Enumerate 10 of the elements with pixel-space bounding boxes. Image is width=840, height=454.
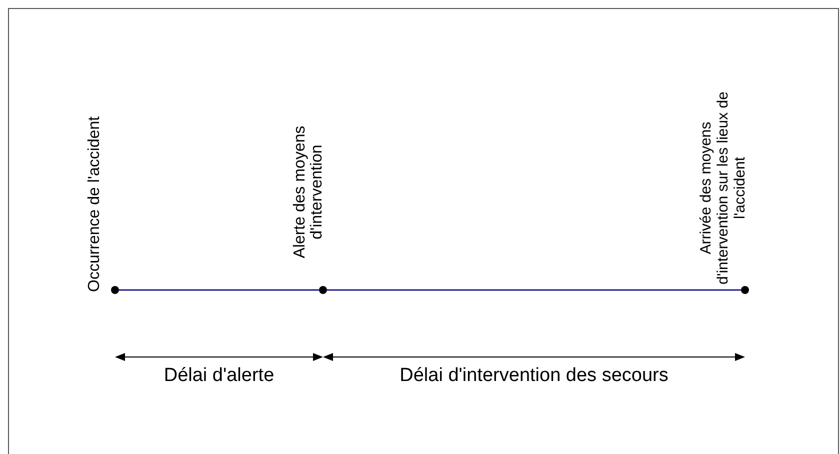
timeline-line: [327, 289, 741, 291]
timeline-dot: [111, 286, 119, 294]
event-label: Arrivée des moyens d'intervention sur les lieux de l'accident: [696, 90, 748, 286]
timeline-dot: [319, 286, 327, 294]
event-label: Occurrence de l'accident: [85, 115, 104, 292]
event-label: Alerte des moyens d'intervention: [290, 124, 326, 260]
timeline-line: [119, 289, 319, 291]
interval-label: Délai d'alerte: [164, 364, 274, 388]
timeline-dot: [741, 286, 749, 294]
interval-label: Délai d'intervention des secours: [400, 364, 668, 388]
